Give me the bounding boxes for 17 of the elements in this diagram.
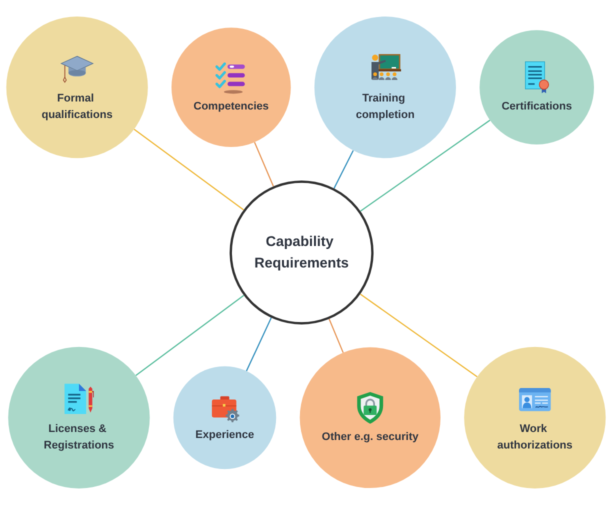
node-circle: Competencies	[171, 28, 291, 147]
connector	[328, 318, 344, 353]
node-circle: Experience	[173, 366, 276, 470]
connector	[334, 150, 354, 189]
node-circle: Certifications	[480, 30, 594, 145]
node-circle: Formal qualifications	[6, 16, 148, 158]
node-circle: Training completion	[314, 16, 456, 158]
connector	[134, 128, 244, 210]
node-circle: Licenses & Registrations	[8, 346, 150, 488]
node-circle: Capability Requirements	[230, 180, 374, 324]
connector	[360, 120, 490, 212]
connector	[246, 318, 272, 372]
connector	[360, 294, 478, 378]
connector	[254, 142, 274, 187]
node-circle: Other e.g. security	[300, 347, 441, 488]
node-circle: Work authorizations	[464, 346, 606, 488]
connector	[135, 294, 244, 376]
